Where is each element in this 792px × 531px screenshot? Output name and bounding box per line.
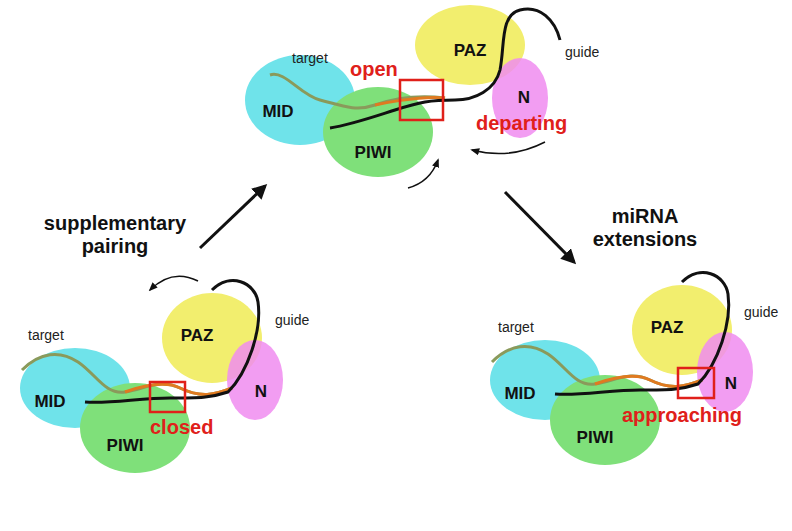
- domain-blob: [697, 332, 753, 412]
- domain-label: N: [255, 383, 267, 402]
- mid-domain: MID: [245, 55, 355, 145]
- domain-label: MID: [504, 385, 535, 404]
- strand-label: guide: [565, 44, 599, 60]
- domain-label: MID: [262, 103, 293, 122]
- domain-label: PIWI: [107, 437, 144, 456]
- strand-label: target: [292, 50, 328, 66]
- domain-label: N: [725, 375, 737, 394]
- paz-domain: PAZ: [415, 5, 525, 85]
- motion-arrow: [472, 142, 545, 154]
- strand-label: guide: [744, 304, 778, 320]
- piwi-domain: PIWI: [323, 87, 433, 177]
- domain-label: PAZ: [454, 42, 487, 61]
- domain-blob: [227, 340, 283, 420]
- domain-label: PAZ: [651, 319, 684, 338]
- domain-blob: [490, 340, 600, 420]
- transition-label: miRNA extensions: [580, 205, 710, 251]
- mid-domain: MID: [20, 348, 130, 428]
- motion-arrow: [150, 276, 198, 290]
- domain-label: PIWI: [355, 144, 392, 163]
- n-domain: N: [227, 340, 283, 420]
- domain-shape: [227, 340, 283, 420]
- state-label: departing: [476, 112, 567, 135]
- domain-blob: [245, 55, 355, 145]
- state-label: open: [350, 58, 398, 81]
- domain-label: PIWI: [577, 429, 614, 448]
- domain-label: PAZ: [181, 327, 214, 346]
- strand-label: guide: [275, 312, 309, 328]
- domain-shape: [697, 332, 753, 412]
- domain-blob: [20, 348, 130, 428]
- transition-arrow: [200, 186, 265, 248]
- mid-domain: MID: [490, 340, 600, 420]
- n-domain: N: [697, 332, 753, 412]
- domain-shape: [323, 87, 433, 177]
- transition-label: supplementary pairing: [40, 212, 190, 258]
- strand-label: target: [498, 319, 534, 335]
- state-label: approaching: [622, 404, 742, 427]
- domain-label: N: [518, 89, 530, 108]
- paz-domain: PAZ: [162, 293, 262, 383]
- transition-arrow: [505, 192, 574, 262]
- strand-label: target: [28, 327, 64, 343]
- domain-label: MID: [34, 393, 65, 412]
- paz-domain: PAZ: [632, 285, 732, 375]
- state-label: closed: [150, 416, 213, 439]
- domain-blob: [323, 87, 433, 177]
